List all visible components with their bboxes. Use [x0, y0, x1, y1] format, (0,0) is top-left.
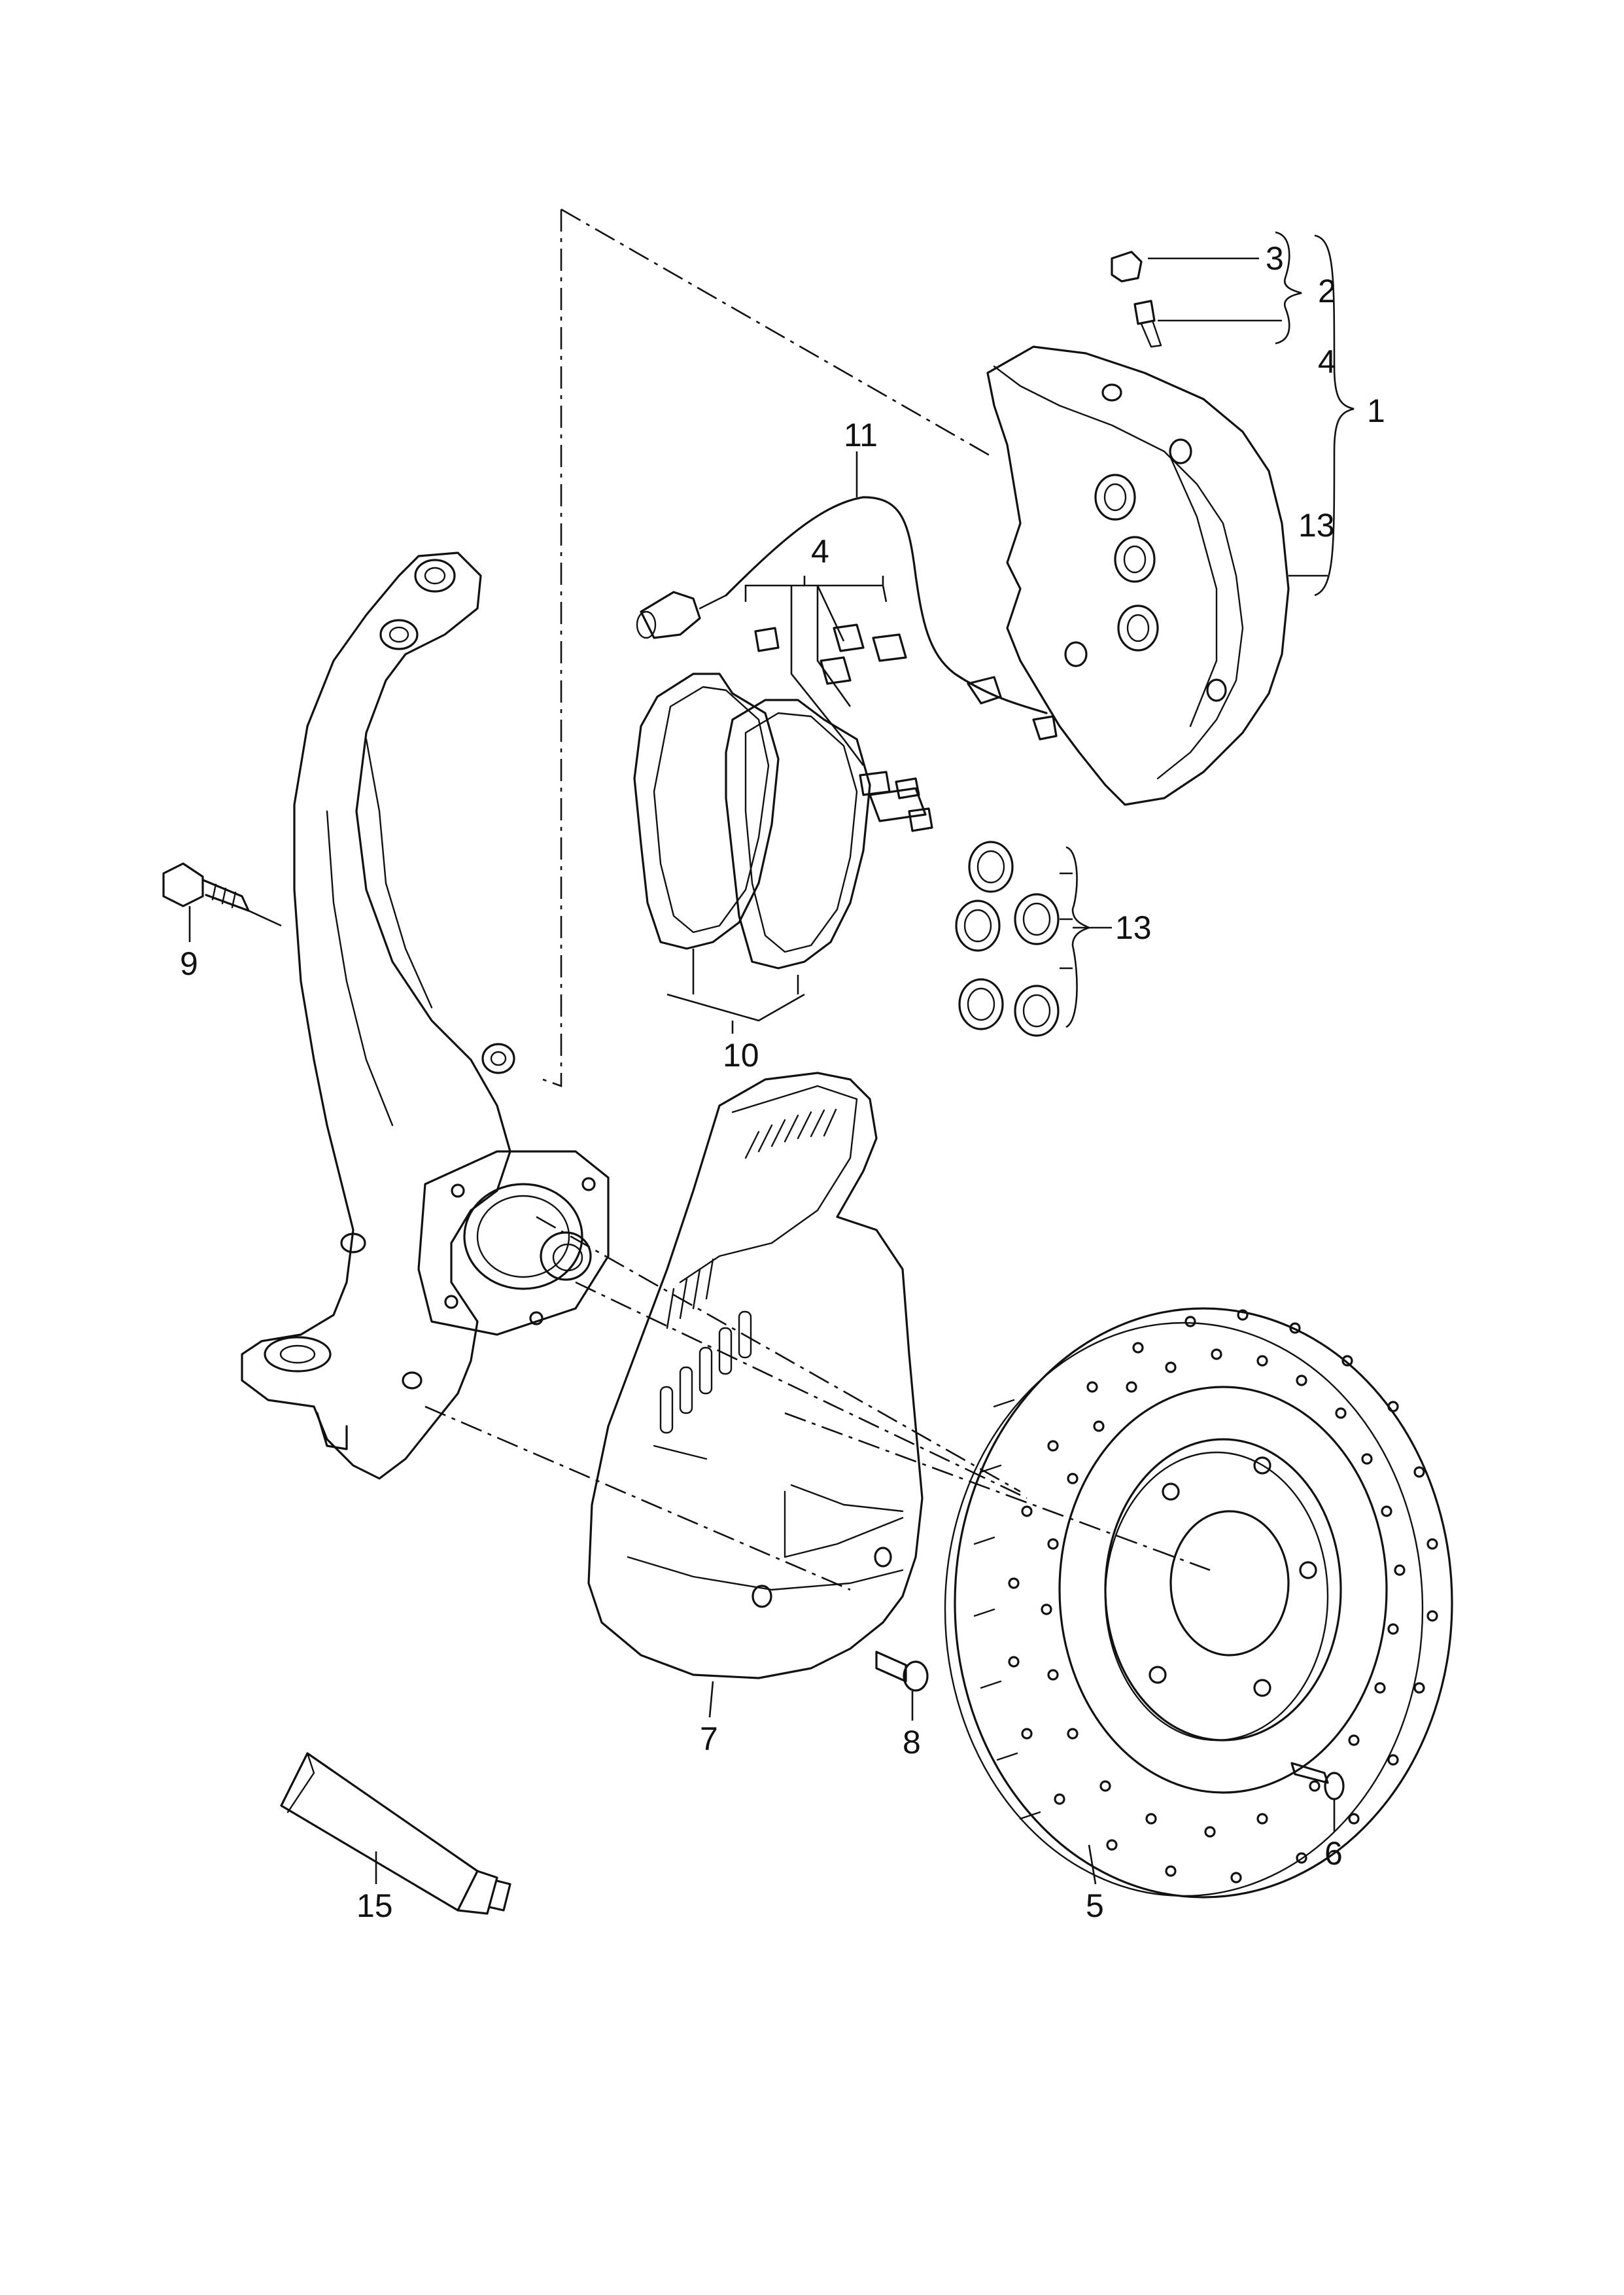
wear-sensor-11	[636, 496, 1058, 741]
brake-disc	[944, 1307, 1453, 1899]
bleeder-screw-2	[1133, 300, 1162, 348]
bleeder-cap-3	[1111, 251, 1143, 283]
label-5: 5	[1086, 1887, 1104, 1924]
shield-bolt-8	[875, 1651, 929, 1692]
label-6: 6	[1324, 1835, 1343, 1872]
label-4-clips: 4	[811, 533, 829, 570]
wheel-hub	[417, 1150, 610, 1336]
label-4-caliper: 4	[1318, 343, 1336, 380]
assembly-guide-lines	[424, 208, 1211, 1591]
label-3: 3	[1266, 240, 1284, 277]
hex-bolt-9	[162, 862, 282, 927]
grease-tube-15	[280, 1752, 511, 1915]
label-13-caliper: 13	[1298, 507, 1335, 544]
brake-caliper	[986, 345, 1290, 806]
label-13-seals: 13	[1115, 909, 1152, 946]
shield-vent-slots	[659, 1108, 837, 1434]
brake-pad-outer	[633, 673, 780, 950]
label-8: 8	[903, 1724, 921, 1761]
label-10: 10	[723, 1037, 759, 1074]
label-9: 9	[180, 945, 198, 982]
pad-clip-hardware	[754, 623, 933, 832]
brake-pad-inner	[725, 699, 871, 970]
label-15: 15	[356, 1887, 393, 1924]
label-2: 2	[1318, 273, 1336, 309]
disc-drill-holes	[1008, 1309, 1438, 1883]
piston-seals	[955, 841, 1060, 1037]
label-7: 7	[700, 1721, 718, 1757]
callout-leaders	[188, 231, 1355, 1885]
splash-shield	[587, 1072, 924, 1679]
label-11: 11	[844, 417, 878, 453]
label-1: 1	[1367, 393, 1385, 429]
part-labels: 1 2 3 4 4 5 6 7 8 9 10 11 13 13 15	[180, 240, 1385, 1924]
steering-knuckle	[241, 552, 515, 1480]
